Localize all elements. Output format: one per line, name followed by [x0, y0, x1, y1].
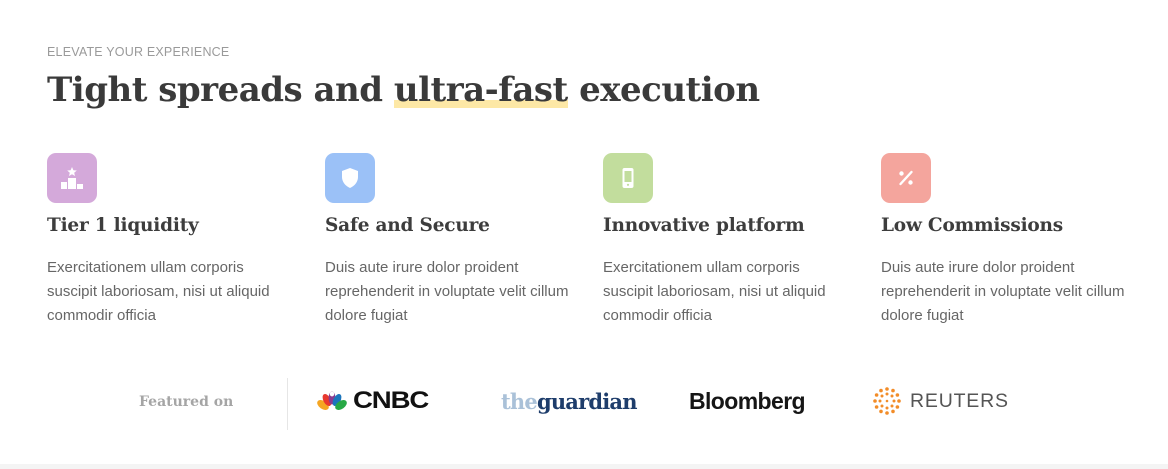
guardian-wordmark-the: the [501, 388, 538, 414]
feature-card-platform: Innovative platform Exercitationem ullam… [603, 153, 853, 328]
feature-description: Duis aute irure dolor proident reprehend… [881, 259, 1125, 324]
headline-text-end: execution [567, 70, 760, 110]
feature-title: Safe and Secure [325, 215, 490, 236]
divider [287, 378, 288, 430]
headline-text-start: Tight spreads and [47, 70, 394, 110]
feature-card-security: Safe and Secure Duis aute irure dolor pr… [325, 153, 575, 328]
eyebrow-text: ELEVATE YOUR EXPERIENCE [47, 45, 230, 59]
feature-description: Exercitationem ullam corporis suscipit l… [47, 259, 270, 324]
percent-icon [881, 153, 931, 203]
reuters-logo[interactable]: REUTERS [872, 382, 1009, 420]
bloomberg-wordmark: Bloomberg [689, 387, 806, 414]
bloomberg-logo[interactable]: Bloomberg [689, 382, 806, 420]
feature-title: Low Commissions [881, 215, 1064, 236]
section-bottom-border [0, 464, 1168, 469]
feature-description: Exercitationem ullam corporis suscipit l… [603, 259, 826, 324]
podium-icon [47, 153, 97, 203]
feature-title: Tier 1 liquidity [47, 215, 199, 236]
guardian-wordmark: guardian [536, 388, 638, 414]
reuters-wordmark: REUTERS [910, 389, 1009, 412]
reuters-dots-icon [873, 387, 901, 415]
cnbc-logo[interactable]: CNBC [316, 382, 429, 420]
shield-icon [325, 153, 375, 203]
cnbc-wordmark: CNBC [353, 387, 429, 414]
feature-description: Duis aute irure dolor proident reprehend… [325, 259, 569, 324]
peacock-icon [317, 391, 347, 410]
feature-card-commissions: Low Commissions Duis aute irure dolor pr… [881, 153, 1131, 328]
feature-title: Innovative platform [603, 215, 805, 236]
headline-highlight: ultra-fast [393, 70, 568, 110]
featured-on-label: Featured on [139, 394, 234, 410]
section-headline: Tight spreads and ultra-fast execution [47, 70, 760, 110]
feature-card-liquidity: Tier 1 liquidity Exercitationem ullam co… [47, 153, 297, 328]
mobile-phone-icon [603, 153, 653, 203]
